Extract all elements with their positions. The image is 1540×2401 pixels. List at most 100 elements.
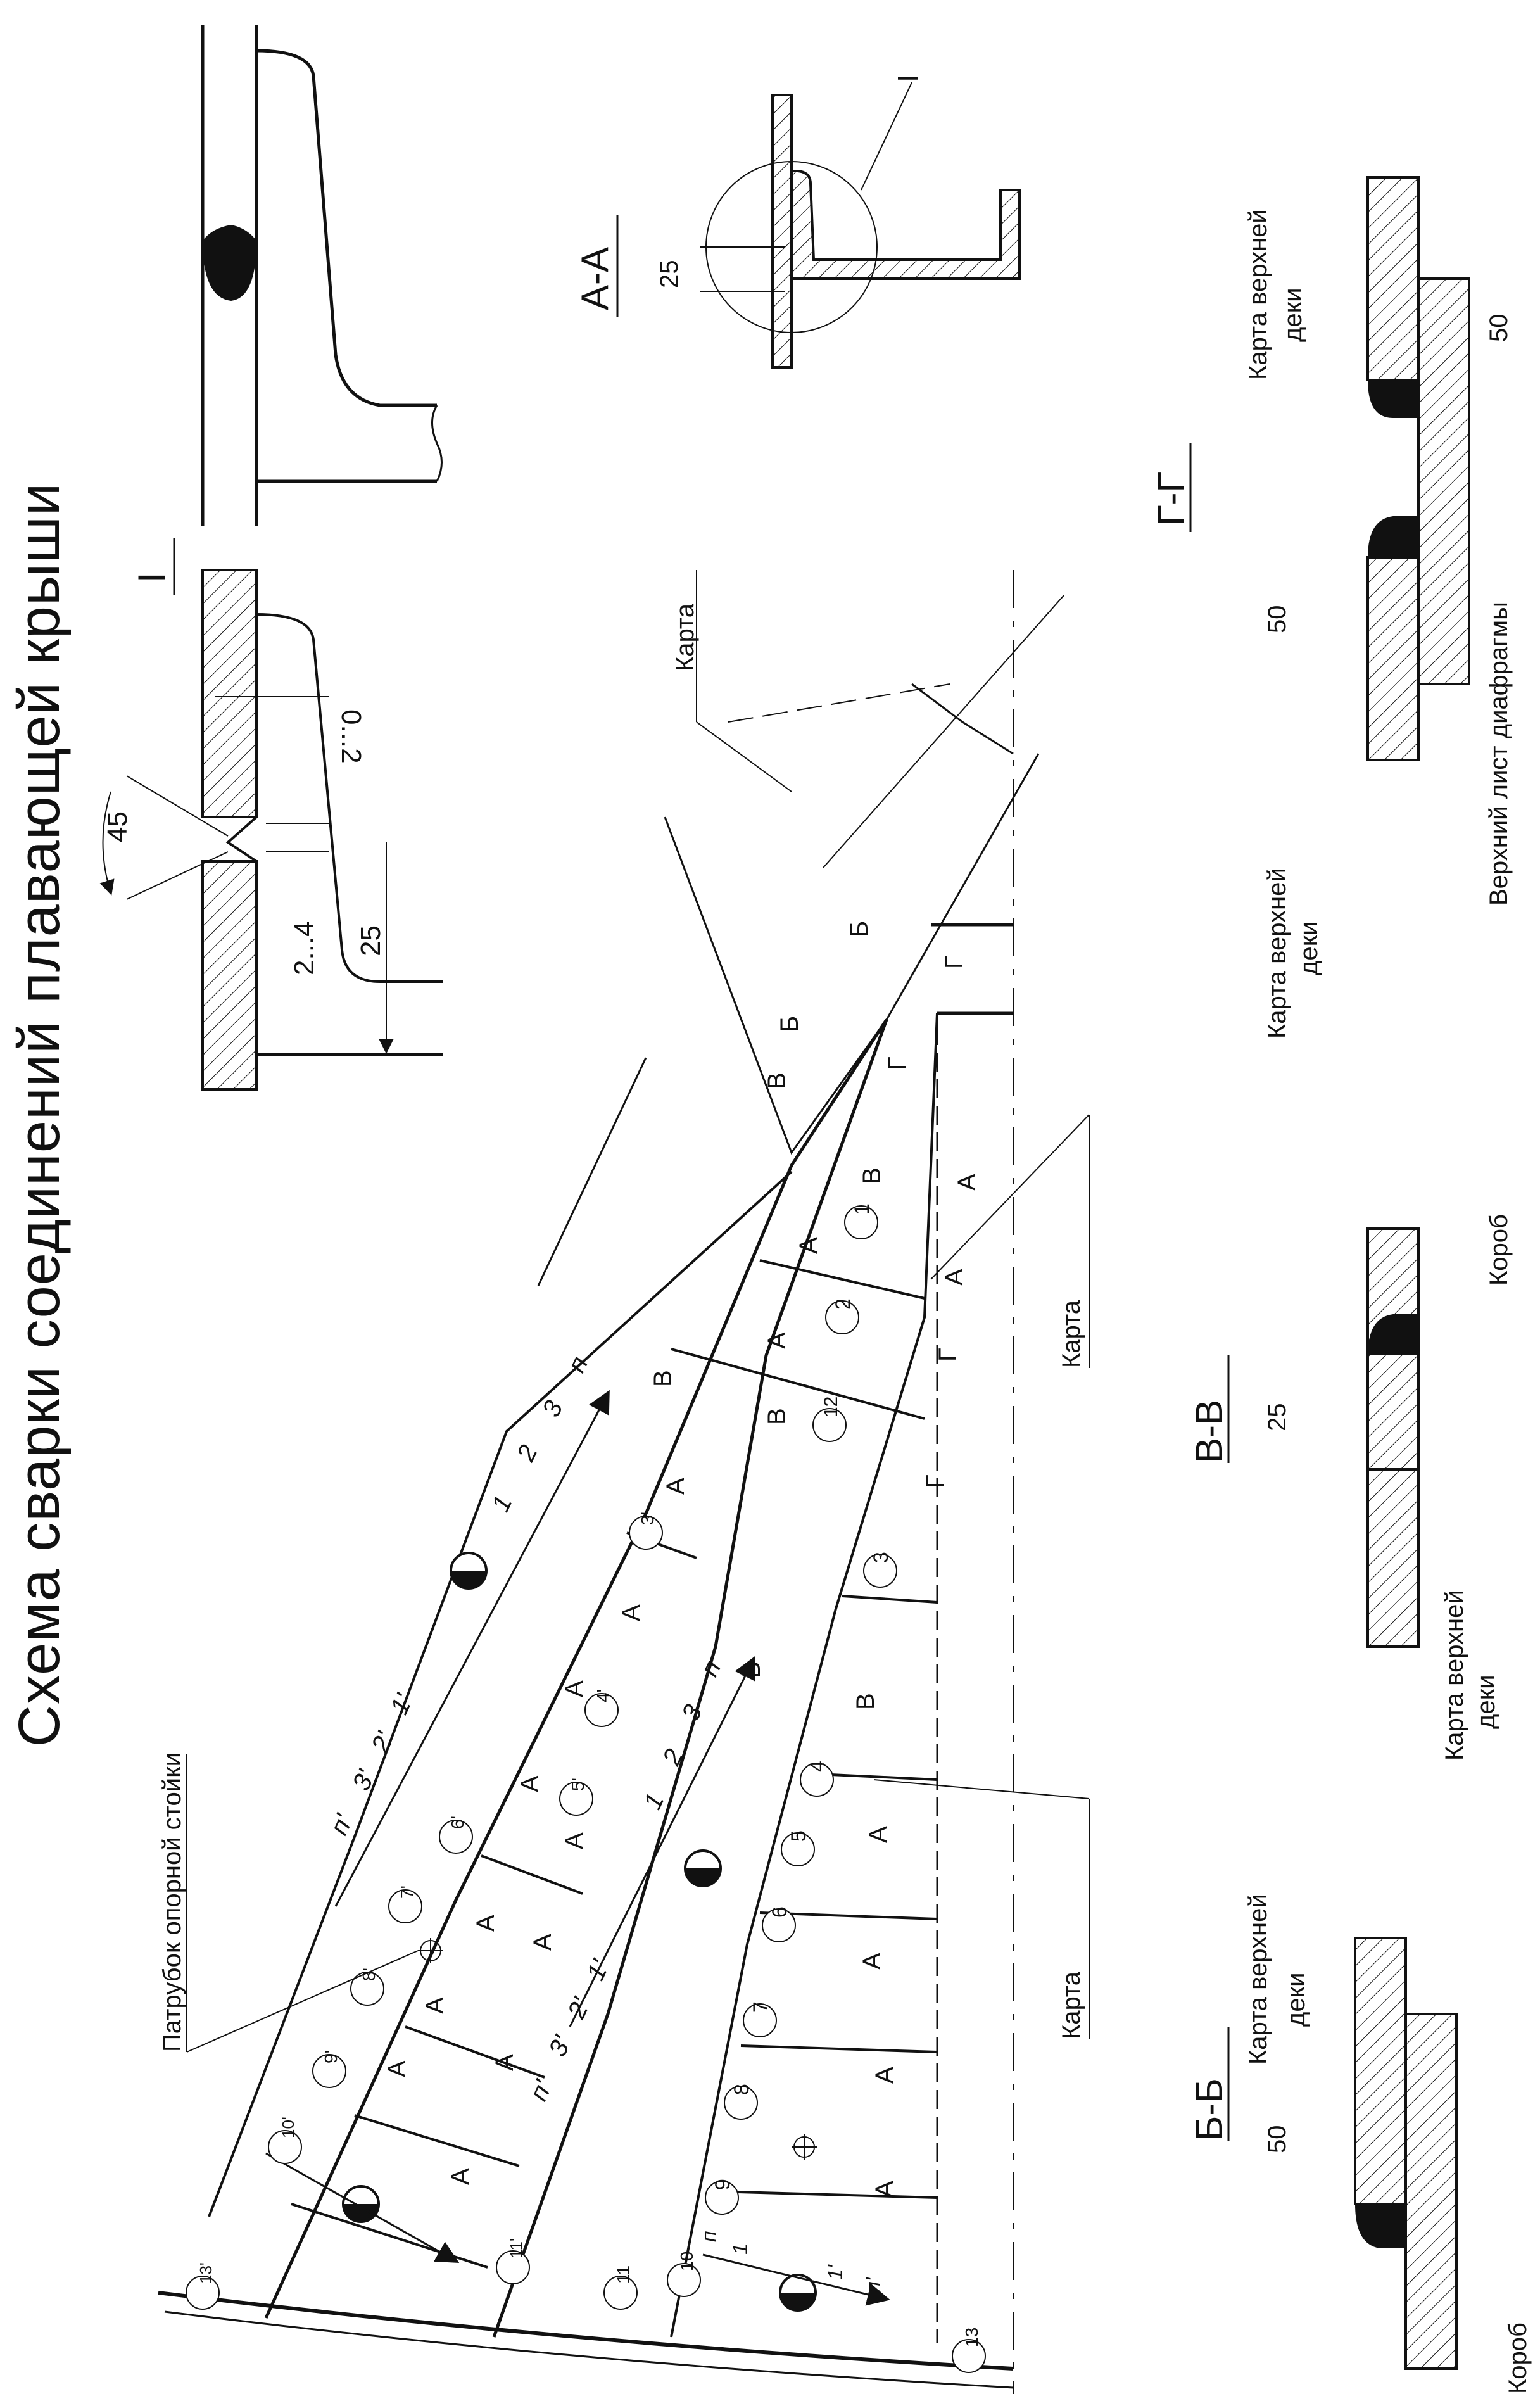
weld-mark-A-10: А <box>864 1826 892 1843</box>
section-GG-label: Г-Г <box>1150 472 1192 526</box>
plate-12-label: 12 <box>821 1397 842 1417</box>
dimension-angle-45: 45 <box>102 811 133 842</box>
section-VV-dim-25: 25 <box>1263 1403 1291 1432</box>
plate-2: 2 <box>825 1298 859 1334</box>
plate-8: 8 <box>724 2084 758 2120</box>
plate-7-prime: 7' <box>388 1885 422 1923</box>
label-deki-bottom: деки <box>1295 922 1323 975</box>
seq-small-n: п <box>697 2231 720 2242</box>
weld-mark-A-18: А <box>446 2168 474 2185</box>
seq-middle-1: 1 <box>638 1789 669 1814</box>
seq-outer-3: 3 <box>537 1397 568 1421</box>
plate-6-label: 6 <box>768 1906 791 1918</box>
weld-mark-A-13: А <box>858 1953 886 1970</box>
plate-7: 7 <box>743 2001 777 2037</box>
label-deki-bb: деки <box>1282 1973 1310 2027</box>
plate-10: 10 <box>667 2252 701 2297</box>
plate-4-prime-label: 4' <box>593 1689 613 1702</box>
weld-mark-G-2: Г <box>883 1056 911 1070</box>
weld-marker-middle <box>684 1849 722 1887</box>
weld-marker-outer <box>450 1552 488 1590</box>
weld-mark-V-2: В <box>858 1167 886 1184</box>
sequence-outer: п' 3' 2' 1' 1 2 3 п <box>325 1352 593 1839</box>
seq-small-n-prime: п' <box>862 2276 885 2293</box>
plate-1: 1 <box>844 1203 878 1239</box>
label-karta-verkhney-bottom: Карта верхней <box>1263 868 1291 1039</box>
section-BB-label: Б-Б <box>1188 2078 1230 2141</box>
plate-3-prime: 3' <box>629 1512 663 1550</box>
seq-small-1-prime: 1' <box>824 2264 847 2280</box>
label-patrubok: Патрубок опорной стойки <box>158 1752 186 2052</box>
weld-mark-A-17: А <box>383 2060 411 2077</box>
weld-mark-A-15: А <box>491 2054 519 2071</box>
weld-type-marks: Б Б Г Г В В А А А А Г В В Г А А В В А А <box>383 921 981 2198</box>
section-AA-label: А-А <box>574 247 616 310</box>
label-korob-vv: Короб <box>1485 1214 1513 1286</box>
seq-outer-3-prime: 3' <box>347 1765 381 1795</box>
plate-11-prime-label: 11' <box>507 2238 526 2258</box>
detail-weld-top <box>201 25 443 526</box>
label-karta-upper: Карта <box>671 603 699 671</box>
numbered-plates: 1 2 12 3 4 5 6 7 8 9 10 11 13 3' 4' 5' 6… <box>186 1203 986 2373</box>
weld-mark-A-5: А <box>662 1478 690 1495</box>
weld-mark-A-1: А <box>953 1174 981 1191</box>
plate-11: 11 <box>603 2265 638 2310</box>
weld-mark-A-16: А <box>871 2067 899 2084</box>
plate-13-prime-label: 13' <box>196 2262 215 2284</box>
plate-9: 9 <box>705 2179 739 2215</box>
plate-10-label: 10 <box>677 2252 697 2271</box>
seq-outer-2: 2 <box>512 1441 543 1466</box>
label-korob-bb: Короб <box>1504 2322 1532 2394</box>
section-AA-dim-25: 25 <box>655 260 683 289</box>
plate-7-prime-label: 7' <box>397 1885 417 1899</box>
weld-marker-left <box>342 2185 380 2223</box>
plate-4-prime: 4' <box>584 1689 619 1727</box>
plate-9-prime: 9' <box>312 2050 346 2088</box>
seq-middle-n-prime: п' <box>524 2075 558 2105</box>
drawing-title: Схема сварки соединений плавающей крыши <box>7 482 72 1747</box>
dimension-root: 0...2 <box>336 709 367 764</box>
plate-3: 3 <box>863 1552 897 1588</box>
seq-middle-3-prime: 3' <box>543 2031 577 2061</box>
seq-middle-2-prime: 2' <box>562 1993 596 2024</box>
plate-2-label: 2 <box>831 1298 854 1310</box>
plate-4-label: 4 <box>806 1761 829 1772</box>
plate-1-label: 1 <box>850 1203 873 1215</box>
weld-mark-V-3: В <box>649 1370 677 1387</box>
plate-8-prime-label: 8' <box>359 1968 379 1981</box>
weld-mark-A-7: А <box>560 1680 588 1697</box>
label-karta-middle: Карта <box>1057 1300 1085 1368</box>
plate-10-prime-label: 10' <box>279 2117 298 2138</box>
section-VV-label: В-В <box>1188 1400 1230 1463</box>
weld-mark-V-6: В <box>852 1693 880 1710</box>
plate-11-label: 11 <box>614 2265 633 2284</box>
plate-11-prime: 11' <box>496 2238 530 2284</box>
roof-sector-plan: п' 3' 2' 1' 1 2 3 п п' 3' 2' 1' 1 2 3 п … <box>158 570 1090 2394</box>
plate-5: 5 <box>781 1830 815 1866</box>
plate-6-prime-label: 6' <box>448 1816 467 1829</box>
plate-9-prime-label: 9' <box>321 2050 341 2063</box>
sequence-small: п 1 1' п' <box>697 2231 885 2293</box>
weld-mark-V-5: В <box>738 1661 766 1678</box>
section-AA-detail-ref: I <box>892 74 925 82</box>
section-VV: В-В 25 Короб Карта верхней деки <box>1188 1214 1513 1761</box>
weld-mark-G-4: Г <box>921 1474 949 1488</box>
weld-mark-A-11: А <box>472 1915 500 1932</box>
section-AA: А-А I 25 <box>574 74 1021 369</box>
plate-10-prime: 10' <box>268 2117 302 2164</box>
label-deki-top: деки <box>1279 288 1307 342</box>
section-BB: Б-Б 50 Карта верхней деки Короб <box>1188 1894 1532 2394</box>
weld-mark-A-4: А <box>763 1332 791 1349</box>
plate-3-label: 3 <box>869 1552 892 1563</box>
label-deki-vv: деки <box>1472 1675 1500 1729</box>
plate-9-label: 9 <box>711 2179 734 2190</box>
plate-7-label: 7 <box>749 2001 772 2013</box>
plate-13-label: 13 <box>962 2328 981 2347</box>
weld-marker-inner <box>779 2274 817 2312</box>
label-karta-verkhney-bb: Карта верхней <box>1244 1894 1272 2065</box>
weld-mark-A-14: А <box>421 1997 449 2014</box>
label-karta-verkhney-top: Карта верхней <box>1244 209 1272 380</box>
seq-outer-n-prime: п' <box>325 1809 358 1839</box>
